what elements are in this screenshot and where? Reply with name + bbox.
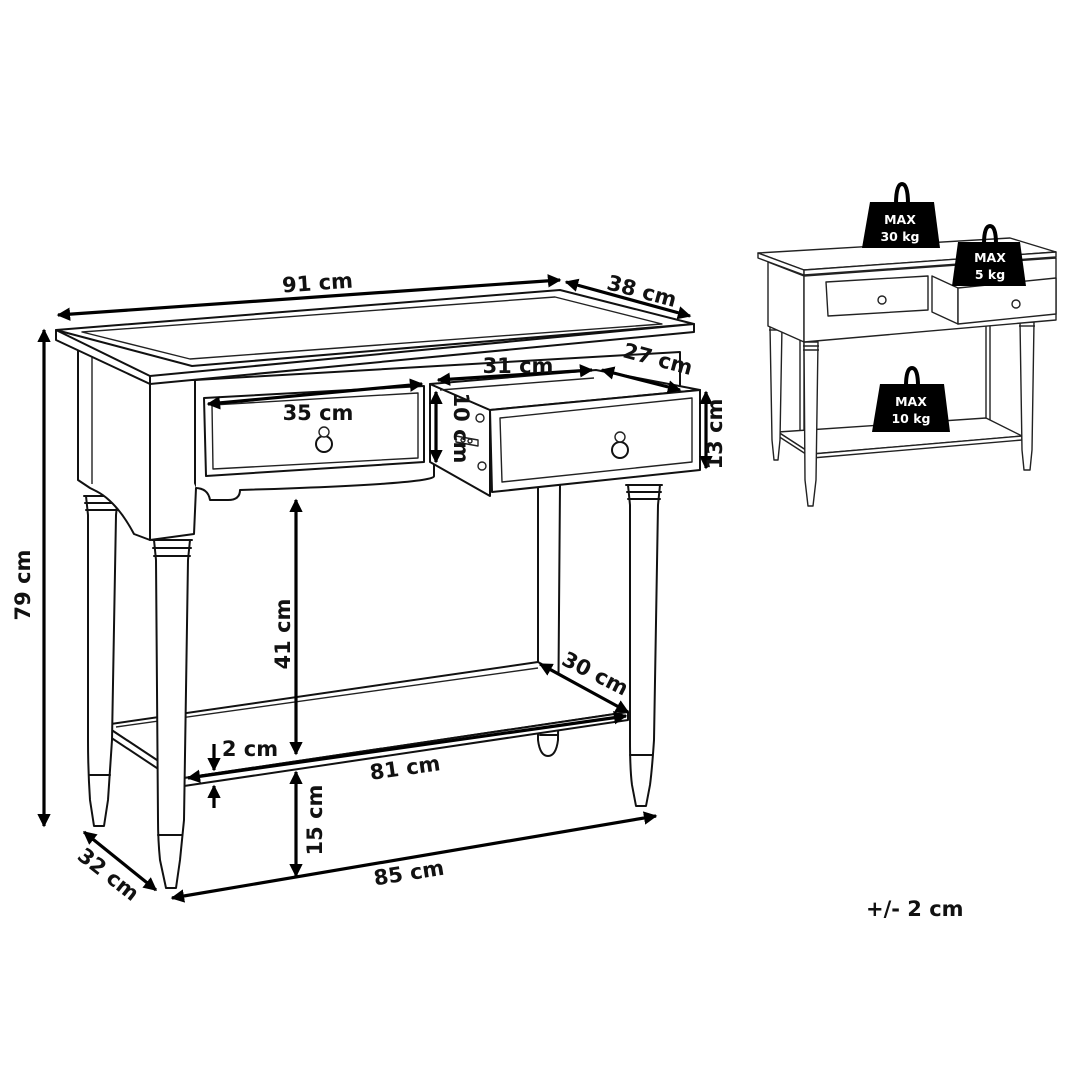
weight-icon-top: MAX 30 kg	[862, 181, 940, 248]
dim-shelf-thickness: 2 cm	[222, 737, 278, 761]
dim-height: 79 cm	[11, 550, 35, 621]
left-drawer-knob-icon	[315, 435, 333, 453]
back-left-leg	[83, 495, 121, 827]
console-table-illustration	[55, 289, 701, 889]
dim-drawer-front-height: 13 cm	[703, 399, 727, 470]
weight-top-value: 30 kg	[880, 229, 919, 244]
weight-top-max: MAX	[884, 212, 916, 227]
weight-icon-shelf: MAX 10 kg	[872, 365, 950, 432]
tolerance-note: +/- 2 cm	[866, 897, 964, 921]
weight-icon-drawer: MAX 5 kg	[952, 223, 1026, 286]
dim-drawer-inner-height: 10 cm	[449, 393, 473, 464]
dim-top-width: 91 cm	[281, 269, 353, 298]
load-capacity-illustration: MAX 30 kg MAX 5 kg MAX 10 kg	[757, 181, 1057, 507]
dim-left-drawer-width: 35 cm	[283, 401, 354, 425]
dimension-arrows	[37, 274, 713, 903]
left-drawer	[203, 385, 425, 477]
weight-drawer-value: 5 kg	[975, 267, 1005, 282]
dim-shelf-height: 15 cm	[303, 785, 327, 856]
dim-drawer-inner-width: 31 cm	[483, 354, 554, 378]
weight-drawer-max: MAX	[974, 250, 1006, 265]
dim-clearance: 41 cm	[271, 599, 295, 670]
weight-shelf-max: MAX	[895, 394, 927, 409]
right-drawer-knob-icon	[611, 441, 629, 459]
weight-shelf-value: 10 kg	[891, 411, 930, 426]
front-left-leg	[151, 539, 193, 889]
front-right-leg	[625, 484, 663, 807]
